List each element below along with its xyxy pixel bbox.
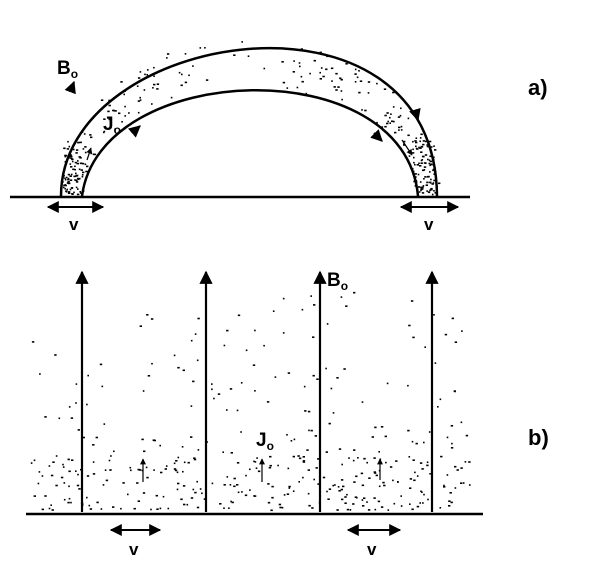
panel-b: Bo Jo v v b) <box>26 270 549 559</box>
plasma-dots-b <box>30 291 471 512</box>
velocity-label-a-right: v <box>424 215 434 234</box>
panel-label-b: b) <box>528 425 549 450</box>
field-arrow-icon <box>370 129 383 142</box>
velocity-label-b-right: v <box>367 540 377 559</box>
field-arrow-icon <box>127 125 141 138</box>
inner-field-arch <box>80 89 420 197</box>
field-arrow-icon <box>409 107 421 122</box>
current-arrow-icon <box>401 139 413 156</box>
field-label-b: Bo <box>327 270 348 293</box>
current-label-a: Jo <box>103 114 121 137</box>
velocity-label-b-left: v <box>129 540 139 559</box>
panel-label-a: a) <box>528 75 548 100</box>
velocity-label-a-left: v <box>69 215 79 234</box>
plasma-dots-a <box>62 41 441 198</box>
field-arrow-icon <box>64 80 76 95</box>
current-arrow-icon <box>86 147 93 161</box>
panel-a: Bo Jo v v a) <box>10 41 548 234</box>
field-label-a: Bo <box>57 58 78 81</box>
current-label-b: Jo <box>256 430 274 453</box>
